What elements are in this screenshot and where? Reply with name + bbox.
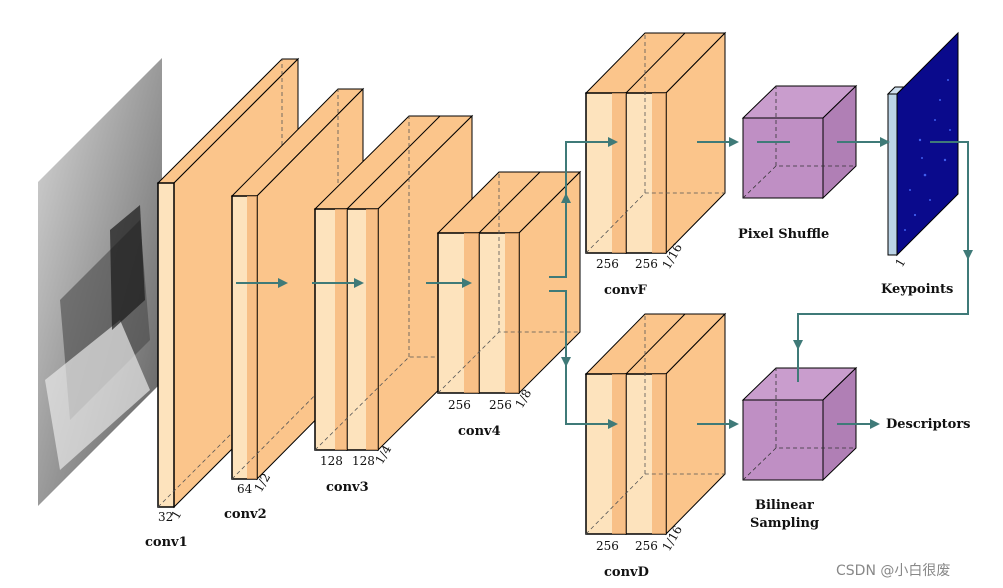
keypoints-label: Keypoints	[881, 282, 953, 297]
descriptors-label: Descriptors	[886, 417, 971, 432]
conv3-channels-a: 128	[320, 454, 343, 468]
convF-channels-a: 256	[596, 257, 619, 271]
convD-label: convD	[604, 565, 649, 580]
watermark: CSDN @小白很废	[836, 563, 950, 579]
conv3-label: conv3	[326, 480, 369, 495]
conv4-label: conv4	[458, 424, 501, 439]
pixel-shuffle-cube	[741, 84, 858, 200]
keypoints-scale: 1	[892, 256, 908, 270]
bilinear-sampling-cube	[741, 366, 858, 482]
conv2-label: conv2	[224, 507, 267, 522]
convF-channels-b: 256	[635, 257, 658, 271]
convF-block	[584, 31, 727, 255]
conv3-channels-b: 128	[352, 454, 375, 468]
conv4-channels-b: 256	[489, 398, 512, 412]
conv2-channels: 64	[237, 482, 253, 496]
keypoints-map	[886, 31, 959, 257]
conv1-channels: 32	[158, 510, 173, 524]
convD-channels-b: 256	[635, 539, 658, 553]
conv4-block	[436, 170, 582, 395]
conv1-label: conv1	[145, 535, 188, 550]
labels: 32 1 conv1 64 1/2 conv2 128 128 1/4 conv…	[145, 227, 971, 580]
bilinear-label-2: Sampling	[750, 516, 819, 531]
pixel-shuffle-label: Pixel Shuffle	[738, 227, 829, 242]
input-image	[38, 58, 162, 506]
conv4-channels-a: 256	[448, 398, 471, 412]
bilinear-label-1: Bilinear	[755, 498, 814, 513]
convD-block	[584, 312, 727, 536]
convD-channels-a: 256	[596, 539, 619, 553]
flow-arrows	[236, 137, 973, 429]
convF-label: convF	[604, 283, 648, 298]
